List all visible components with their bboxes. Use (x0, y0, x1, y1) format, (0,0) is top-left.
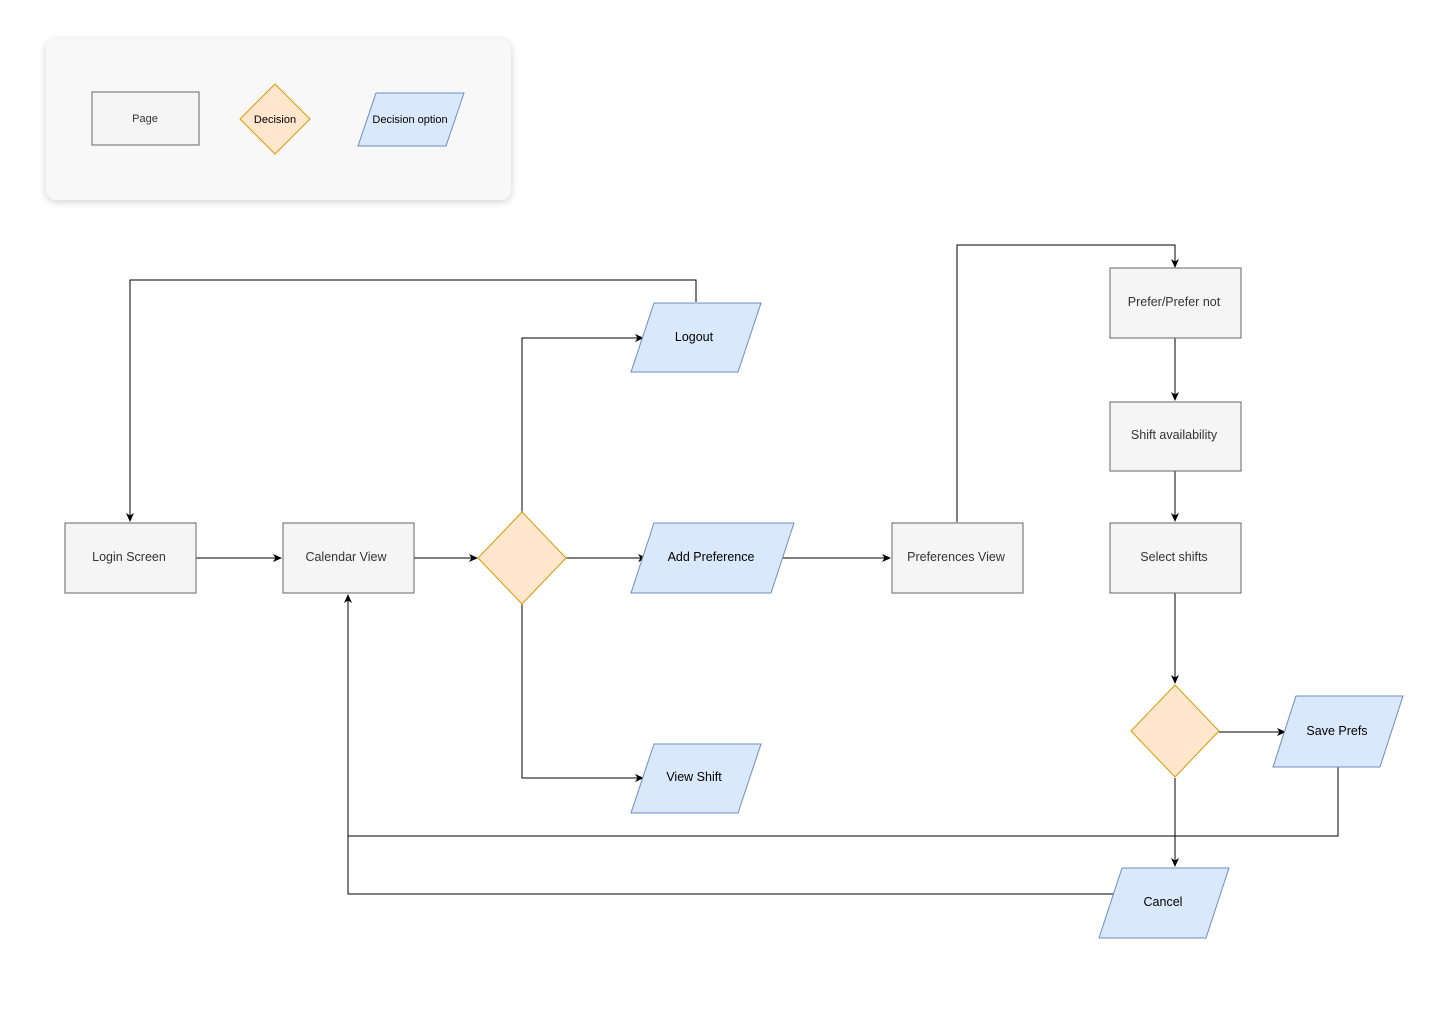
legend-page-shape (91, 91, 200, 146)
logout-label: Logout (675, 330, 714, 344)
node-preferences-view[interactable]: Preferences View (891, 522, 1024, 594)
edge-preferences-view-to-prefer (956, 244, 1179, 522)
node-prefer-prefer-not[interactable]: Prefer/Prefer not (1109, 267, 1242, 339)
node-save-prefs[interactable]: Save Prefs (1272, 695, 1404, 768)
cancel-label: Cancel (1144, 895, 1183, 909)
legend-item-option: Decision option (357, 92, 465, 147)
legend-option-shape (357, 92, 465, 147)
edge-logout-to-login (126, 279, 697, 522)
preferences-view-label: Preferences View (907, 550, 1006, 564)
logout-shape[interactable] (630, 302, 762, 373)
select-shifts-box[interactable] (1109, 522, 1242, 594)
preferences-view-box[interactable] (891, 522, 1024, 594)
prefer-label: Prefer/Prefer not (1128, 295, 1221, 309)
add-preference-label: Add Preference (668, 550, 755, 564)
edge-decision-to-logout (521, 334, 644, 512)
select-shifts-label: Select shifts (1140, 550, 1207, 564)
shift-availability-label: Shift availability (1131, 428, 1218, 442)
add-preference-shape[interactable] (630, 522, 795, 594)
calendar-view-label: Calendar View (305, 550, 387, 564)
save-prefs-label: Save Prefs (1306, 724, 1367, 738)
decision-save-diamond[interactable] (1130, 684, 1220, 778)
edge-save-prefs-to-calendar (344, 594, 1339, 837)
edge-cancel-to-calendar (347, 836, 1118, 895)
node-shift-availability[interactable]: Shift availability (1109, 401, 1242, 472)
edges (126, 244, 1339, 895)
legend: Page Decision Decision option (46, 39, 511, 200)
login-screen-label: Login Screen (92, 550, 166, 564)
node-add-preference[interactable]: Add Preference (630, 522, 795, 594)
node-login-screen[interactable]: Login Screen (64, 522, 197, 594)
legend-item-page: Page (91, 91, 200, 146)
node-cancel[interactable]: Cancel (1098, 867, 1230, 939)
node-calendar-view[interactable]: Calendar View (282, 522, 415, 594)
view-shift-shape[interactable] (630, 743, 762, 814)
calendar-view-box[interactable] (282, 522, 415, 594)
view-shift-label: View Shift (666, 770, 722, 784)
legend-item-decision: Decision (239, 83, 311, 155)
node-view-shift[interactable]: View Shift (630, 743, 762, 814)
cancel-shape[interactable] (1098, 867, 1230, 939)
decision-main-diamond[interactable] (477, 511, 567, 605)
legend-option-label: Decision option (372, 114, 447, 126)
node-select-shifts[interactable]: Select shifts (1109, 522, 1242, 594)
shift-availability-box[interactable] (1109, 401, 1242, 472)
save-prefs-shape[interactable] (1272, 695, 1404, 768)
node-logout[interactable]: Logout (630, 302, 762, 373)
prefer-box[interactable] (1109, 267, 1242, 339)
legend-decision-label: Decision (254, 114, 296, 126)
legend-page-label: Page (132, 113, 158, 125)
login-screen-box[interactable] (64, 522, 197, 594)
edge-decision-to-view-shift (521, 604, 644, 782)
legend-decision-shape (239, 83, 311, 155)
